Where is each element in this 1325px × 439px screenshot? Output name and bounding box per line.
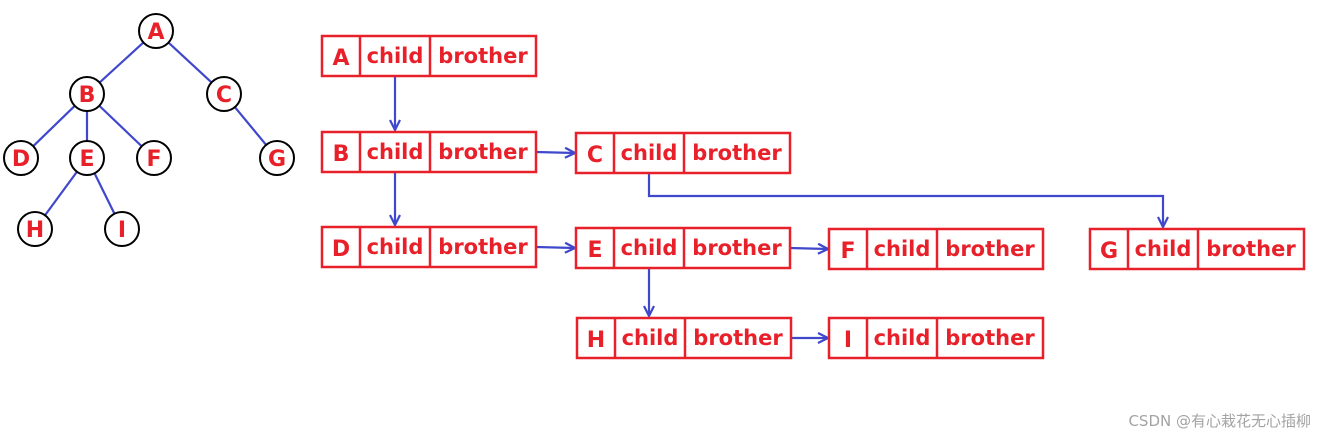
tree-edge-A-C [167,41,213,84]
brother-field-label: brother [945,326,1035,350]
tree-node-A: A [138,13,174,49]
pointer-brother-E-F [789,248,828,249]
tree-node-H: H [17,211,53,247]
list-node-letter: B [333,142,350,167]
brother-field-label: brother [692,141,782,165]
tree-node-circle [69,76,105,112]
pointer-brother-D-E [535,247,575,248]
tree-node-circle [3,140,39,176]
tree-node-label: C [216,83,232,108]
tree-node-E: E [69,140,105,176]
tree-nodes: A B C D E F G H I [3,13,295,247]
tree-node-circle [104,211,140,247]
tree-node-C: C [206,76,242,112]
tree-edge-C-G [233,106,268,146]
child-field-label: child [874,326,931,350]
tree-node-F: F [136,140,172,176]
watermark: CSDN @有心栽花无心插柳 [1128,412,1311,430]
tree-edge-A-B [98,41,145,84]
tree-node-circle [259,140,295,176]
tree-node-B: B [69,76,105,112]
tree-node-circle [17,211,53,247]
tree-node-circle [138,13,174,49]
tree-node-circle [136,140,172,176]
child-field-label: child [367,44,424,68]
pointer-child-C-G [647,163,1163,227]
tree-edges [32,41,268,216]
child-field-label: child [367,235,424,259]
pointer-arrows [395,66,1163,338]
tree-node-label: B [79,83,96,108]
tree-node-circle [206,76,242,112]
list-node-letter: C [587,143,603,168]
tree-node-label: I [118,218,126,243]
list-node-letter: F [840,239,855,264]
tree-edge-B-F [98,104,143,148]
tree-node-label: D [12,147,30,172]
list-node-letter: I [844,328,852,353]
tree-edge-E-H [44,171,78,216]
brother-field-label: brother [438,235,528,259]
child-field-label: child [621,141,678,165]
brother-field-label: brother [438,44,528,68]
list-node-letter: D [332,237,350,262]
brother-field-label: brother [692,236,782,260]
child-field-label: child [1135,237,1192,261]
tree-node-label: H [26,218,44,243]
list-node-letter: A [332,46,349,71]
brother-field-label: brother [1206,237,1296,261]
tree-node-label: G [268,147,286,172]
tree-node-label: F [146,147,161,172]
child-field-label: child [621,236,678,260]
child-field-label: child [874,237,931,261]
child-field-label: child [622,326,679,350]
child-field-label: child [367,140,424,164]
brother-field-label: brother [693,326,783,350]
tree-node-circle [69,140,105,176]
tree-node-label: A [147,20,164,45]
tree-node-G: G [259,140,295,176]
tree-edge-B-D [32,105,76,147]
pointer-brother-B-C [535,152,575,153]
list-node-letter: G [1100,239,1118,264]
brother-field-label: brother [945,237,1035,261]
tree-node-I: I [104,211,140,247]
brother-field-label: brother [438,140,528,164]
tree-node-D: D [3,140,39,176]
tree-edge-E-I [93,172,116,215]
tree-node-label: E [79,147,94,172]
list-node-letter: H [587,328,605,353]
list-node-letter: E [587,238,602,263]
